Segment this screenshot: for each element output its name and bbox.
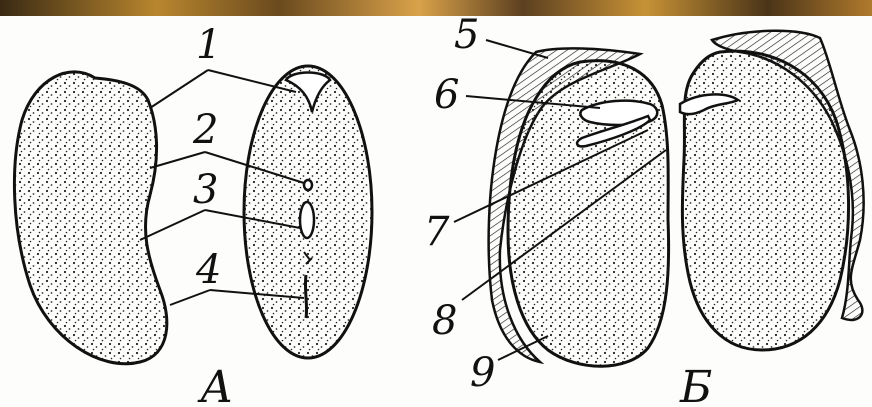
label-8: 8 [432,298,457,344]
bean-side-view [14,72,166,364]
panel-label-a: А [197,362,233,407]
label-3: 3 [193,167,218,213]
hilum-scar [300,202,314,238]
label-5: 5 [454,12,479,58]
panel-label-b: Б [679,362,712,407]
label-7: 7 [424,209,450,255]
label-1: 1 [196,22,221,68]
label-4: 4 [195,247,221,293]
label-9: 9 [470,350,495,396]
label-2: 2 [192,107,218,153]
raphe-line [305,275,306,318]
hilum-point [304,180,312,190]
label-6: 6 [434,72,459,118]
